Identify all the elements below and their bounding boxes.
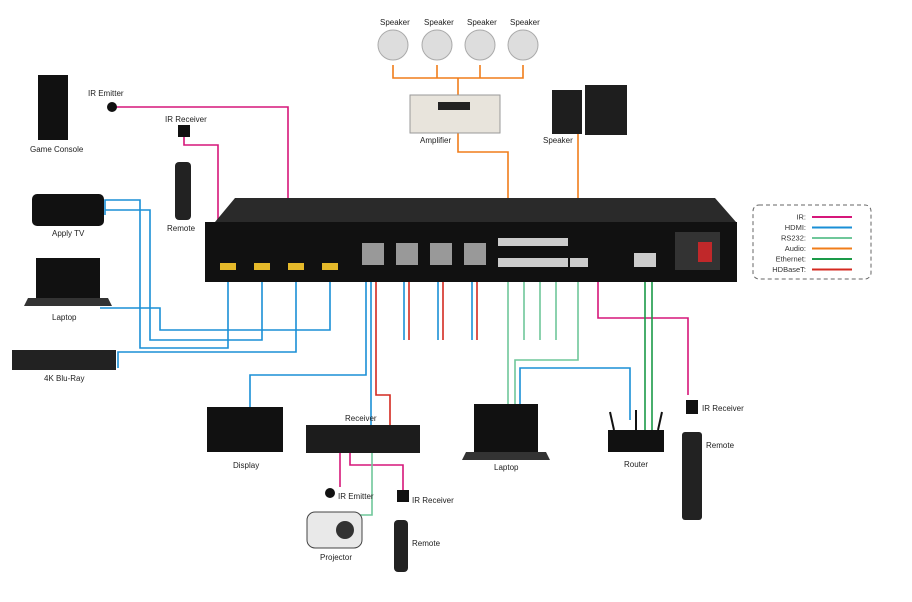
ir-receiver-bottom-label: IR Receiver — [412, 496, 454, 505]
laptop-bottom-label: Laptop — [494, 463, 519, 472]
ir-emitter-top — [107, 102, 117, 112]
legend-label: Audio: — [785, 244, 806, 253]
display — [207, 407, 283, 452]
ir-receiver-right-label: IR Receiver — [702, 404, 744, 413]
legend-label: RS232: — [781, 234, 806, 243]
bluray-label: 4K Blu-Ray — [44, 374, 84, 383]
receiver-label: Receiver — [345, 414, 377, 423]
apple-tv-label: Apply TV — [52, 229, 85, 238]
projector — [306, 511, 363, 549]
game-console-label: Game Console — [30, 145, 84, 154]
router-label: Router — [624, 460, 648, 469]
legend: IR:HDMI: RS232:Audio: Ethernet:HDBaseT: — [752, 204, 872, 280]
legend-label: HDMI: — [785, 223, 806, 232]
router — [608, 430, 664, 452]
ir-emitter-bottom — [325, 488, 335, 498]
laptop-left — [36, 258, 100, 298]
remote-top-label: Remote — [167, 224, 196, 233]
legend-label: IR: — [796, 213, 806, 222]
speaker-2-label: Speaker — [424, 18, 454, 27]
hdbaset-wires — [375, 258, 478, 425]
ir-receiver-bottom — [397, 490, 409, 502]
projector-label: Projector — [320, 553, 352, 562]
bluray-player — [12, 350, 116, 370]
rs232-wires — [360, 262, 579, 516]
amplifier — [409, 94, 501, 134]
speaker-4-label: Speaker — [510, 18, 540, 27]
ethernet-wires — [644, 262, 653, 430]
ir-receiver-top — [178, 125, 190, 137]
display-label: Display — [233, 461, 259, 470]
laptop-bottom-base — [462, 452, 550, 460]
bookshelf-speakers — [552, 85, 627, 135]
ir-emitter-top-label: IR Emitter — [88, 89, 124, 98]
matrix-switcher — [205, 198, 737, 282]
laptop-bottom — [474, 404, 538, 452]
ir-receiver-right — [686, 400, 698, 414]
amplifier-display — [438, 102, 470, 110]
legend-label: HDBaseT: — [772, 265, 806, 274]
game-console — [38, 75, 68, 140]
router-antennas — [609, 410, 663, 431]
receiver — [306, 425, 420, 453]
apple-tv — [32, 194, 104, 226]
remote-bottom — [394, 520, 408, 572]
ceiling-speakers — [377, 29, 539, 61]
legend-label: Ethernet: — [776, 255, 806, 264]
remote-right-label: Remote — [706, 441, 735, 450]
speaker-1-label: Speaker — [380, 18, 410, 27]
remote-top — [175, 162, 191, 220]
projector-lens — [336, 521, 354, 539]
amplifier-label: Amplifier — [420, 136, 451, 145]
remote-right — [682, 432, 702, 520]
ir-emitter-bottom-label: IR Emitter — [338, 492, 374, 501]
speaker-3-label: Speaker — [467, 18, 497, 27]
remote-bottom-label: Remote — [412, 539, 441, 548]
laptop-left-base — [24, 298, 112, 306]
ir-receiver-top-label: IR Receiver — [165, 115, 207, 124]
laptop-left-label: Laptop — [52, 313, 77, 322]
speaker-pair-label: Speaker — [543, 136, 573, 145]
